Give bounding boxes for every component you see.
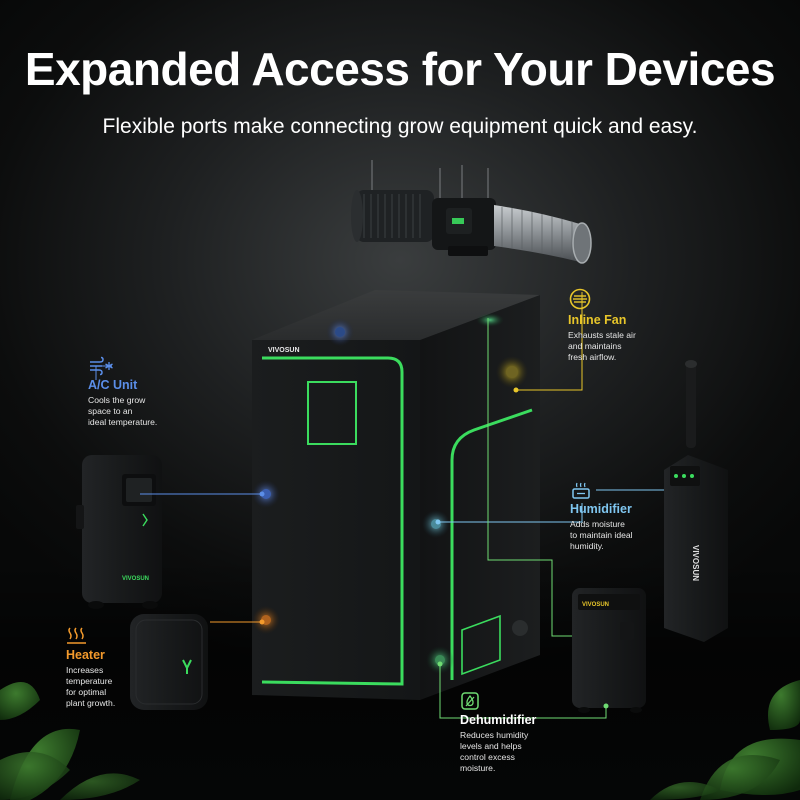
dehumidifier-connector (439, 664, 607, 719)
humidifier-connector (438, 503, 583, 523)
humidifier-device: VIVOSUN (664, 360, 728, 642)
annotation-description: Increases temperature for optimal plant … (66, 665, 116, 708)
dehumidifier-body (572, 588, 646, 708)
tent-top (252, 290, 540, 340)
annotation-description: Adds moisture to maintain ideal humidity… (570, 519, 633, 551)
annotation-ac-unit: A/C Unit Cools the grow space to an idea… (88, 356, 198, 428)
annotation-humidifier: Humidifier Adds moisture to maintain ide… (570, 480, 680, 552)
dehumidifier-connector-top (487, 318, 572, 637)
humidifier-mist-pipe (686, 362, 696, 448)
top-side-port (476, 313, 504, 327)
wind-snowflake-icon (90, 356, 113, 376)
side-window-zipper (461, 614, 501, 676)
flex-duct (494, 205, 580, 262)
fan-grill-icon (569, 288, 591, 310)
tent-logo: VIVOSUN (268, 347, 300, 354)
annotation-name: Humidifier (570, 502, 632, 516)
tent-front (252, 340, 420, 700)
annotation-description: Reduces humidity levels and helps contro… (460, 730, 529, 773)
side-vent (512, 620, 528, 636)
annotation-dehumidifier: Dehumidifier Reduces humidity levels and… (460, 691, 570, 774)
ac-unit-device: VIVOSUN (76, 455, 162, 609)
annotation-name: A/C Unit (88, 378, 138, 392)
humidifier-body (664, 455, 728, 642)
plant-leaves-left (0, 682, 140, 800)
front-window-zipper (307, 381, 357, 445)
dehumidifier-icon (461, 692, 479, 710)
annotation-name: Dehumidifier (460, 713, 537, 727)
plant-leaves-right (650, 680, 800, 800)
side-door-zipper (450, 408, 533, 680)
annotation-name: Inline Fan (568, 313, 627, 327)
heater-device (130, 614, 208, 710)
humidifier-icon (572, 482, 590, 499)
dehumidifier-logo: VIVOSUN (582, 602, 609, 608)
dehumidifier-device: VIVOSUN (572, 588, 646, 713)
page-subtitle: Flexible ports make connecting grow equi… (102, 115, 698, 138)
humidifier-logo: VIVOSUN (691, 545, 700, 581)
page-title: Expanded Access for Your Devices (24, 43, 776, 95)
carbon-filter (356, 190, 434, 242)
front-door-zipper (261, 356, 404, 686)
annotation-name: Heater (66, 648, 105, 662)
ac-logo: VIVOSUN (122, 576, 149, 582)
inline-fan-connector (516, 292, 583, 391)
annotation-description: Cools the grow space to an ideal tempera… (88, 395, 158, 427)
heater-body (130, 614, 208, 710)
annotation-inline-fan: Inline Fan Exhausts stale air and mainta… (568, 287, 678, 363)
tent-side (420, 295, 540, 700)
annotation-description: Exhausts stale air and maintains fresh a… (568, 330, 636, 362)
annotation-heater: Heater Increases temperature for optimal… (66, 626, 166, 709)
grow-tent: VIVOSUN (252, 290, 540, 700)
heat-waves-icon (67, 627, 86, 644)
inline-fan-device (351, 160, 592, 264)
